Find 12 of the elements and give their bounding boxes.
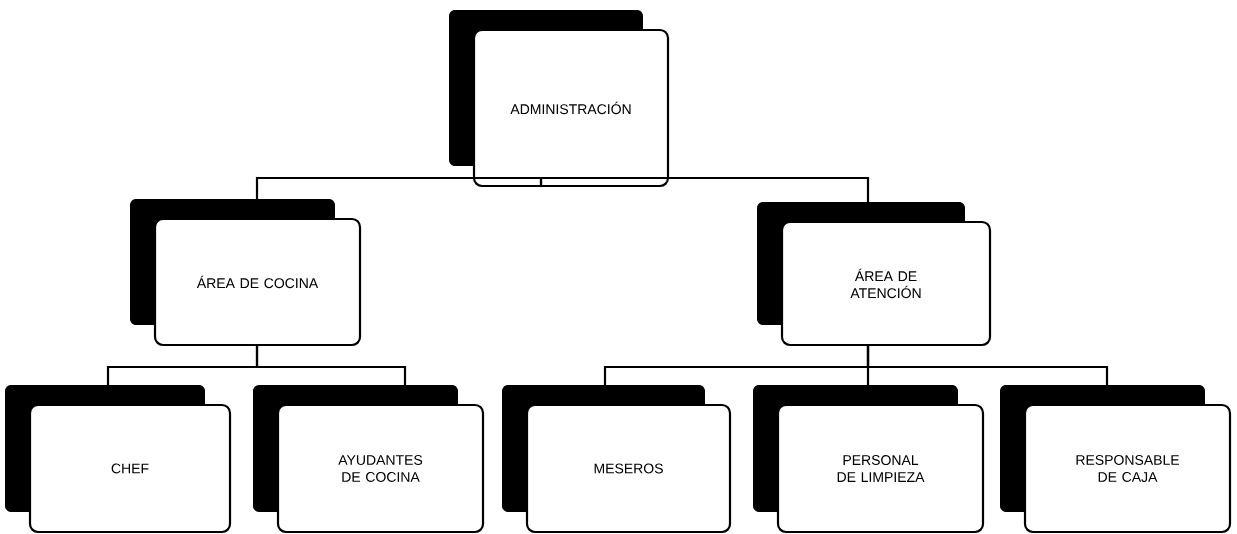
- org-box: ÁREA DE ATENCIÓN: [757, 202, 992, 347]
- connector-line: [255, 176, 543, 199]
- org-box: CHEF: [5, 385, 232, 534]
- connector-line: [255, 346, 407, 385]
- org-box: PERSONAL DE LIMPIEZA: [753, 385, 985, 534]
- connector-line: [539, 176, 870, 202]
- org-box: RESPONSABLE DE CAJA: [1000, 385, 1232, 534]
- org-box: MESEROS: [502, 385, 732, 534]
- org-box: ÁREA DE COCINA: [130, 199, 362, 347]
- org-box: AYUDANTES DE COCINA: [253, 385, 485, 534]
- connector-line: [866, 346, 1109, 385]
- org-box: ADMINISTRACIÓN: [449, 10, 670, 188]
